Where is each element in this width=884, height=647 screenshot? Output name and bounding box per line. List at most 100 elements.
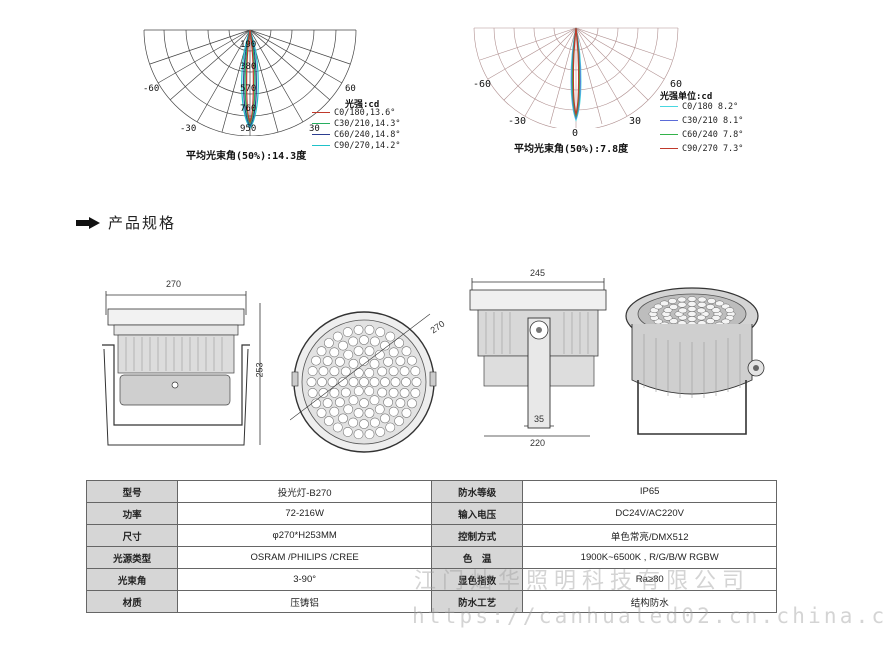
led-dot <box>353 368 364 378</box>
section-header: 产品规格 <box>76 212 176 233</box>
led-dot <box>677 301 687 308</box>
polar-grid-left <box>143 29 357 137</box>
led-dot <box>340 366 351 377</box>
dim-back-width: 245 <box>530 268 546 278</box>
led-dot <box>353 408 364 418</box>
spec-value-cell: DC24V/AC220V <box>522 502 777 525</box>
led-dot <box>340 387 351 398</box>
led-dot <box>399 387 410 398</box>
led-dot <box>307 366 318 376</box>
polar-caption-right: 平均光束角(50%):7.8度 <box>514 144 629 155</box>
led-dot <box>318 387 329 398</box>
spec-label-cell: 功率 <box>85 502 179 525</box>
led-dot <box>725 307 735 313</box>
drawing-perspective-view <box>622 284 768 446</box>
legend-item: C0/180 8.2° <box>660 100 743 114</box>
led-dot <box>697 301 707 308</box>
spec-value-cell: OSRAM /PHILIPS /CREE <box>177 546 432 569</box>
led-dot <box>377 387 388 398</box>
led-dot <box>375 327 386 337</box>
led-dot <box>338 340 348 351</box>
unit-label: 光强:cd <box>345 100 380 110</box>
spec-value-cell: φ270*H253MM <box>177 524 432 547</box>
led-dot <box>401 346 412 357</box>
led-dot <box>388 347 399 358</box>
table-row: 材质压铸铝防水工艺结构防水 <box>85 590 777 613</box>
led-dot <box>327 377 338 387</box>
led-dot <box>410 388 421 398</box>
led-dot <box>332 331 343 342</box>
led-dot <box>311 355 321 366</box>
dim-side-width: 270 <box>166 279 182 289</box>
led-dot <box>343 349 354 360</box>
legend-item: C90/270 7.3° <box>660 142 743 156</box>
led-dot <box>377 366 388 377</box>
led-dot <box>369 417 380 428</box>
ring-label: 380 <box>240 62 257 72</box>
ring-label: 190 <box>240 40 257 50</box>
led-dot <box>332 422 343 433</box>
angle-label: 60 <box>345 84 356 94</box>
led-dot <box>323 416 334 426</box>
spec-label-cell: 防水工艺 <box>430 590 524 613</box>
led-dot <box>334 397 345 408</box>
led-dot <box>343 404 354 415</box>
led-dot <box>697 296 707 303</box>
led-dot <box>410 366 421 376</box>
led-dot <box>364 324 375 335</box>
drawing-back-view: 245 35 220 <box>464 268 614 450</box>
led-dot <box>369 358 380 369</box>
led-dot <box>334 356 345 367</box>
led-dot <box>364 386 375 396</box>
led-dot <box>407 398 417 409</box>
spec-value-cell: 72-216W <box>177 502 432 525</box>
spec-label-cell: 防水等级 <box>430 480 524 503</box>
angle-label: -60 <box>143 84 160 94</box>
led-dot <box>687 311 697 317</box>
polar-diagram-right <box>468 24 684 131</box>
led-dot <box>342 327 353 337</box>
led-dot <box>329 406 340 417</box>
led-dot <box>359 377 369 387</box>
legend-item: C30/210,14.3° <box>312 119 401 130</box>
led-dot <box>316 346 327 357</box>
spec-label-cell: 色 温 <box>430 546 524 569</box>
legend-left: C0/180,13.6° C30/210,14.3° C60/240,14.8°… <box>312 108 401 152</box>
led-dot <box>401 377 411 387</box>
led-dot <box>390 377 401 387</box>
led-dot <box>374 349 385 360</box>
led-dot <box>394 338 405 348</box>
legend-item: C0/180,13.6° <box>312 108 401 119</box>
led-dot <box>388 366 399 377</box>
led-dot <box>395 398 406 408</box>
angle-label: 30 <box>309 124 320 134</box>
led-dot <box>317 377 327 387</box>
led-dot <box>380 413 390 424</box>
led-dot <box>353 346 364 356</box>
spec-value-cell: 单色常亮/DMX512 <box>522 524 777 547</box>
led-dot <box>364 408 375 418</box>
spec-value-cell: 压铸铝 <box>177 590 432 613</box>
led-dot <box>394 416 405 426</box>
angle-label: -30 <box>508 116 527 127</box>
spec-label-cell: 光束角 <box>85 568 179 591</box>
led-dot <box>329 366 340 377</box>
led-dot <box>653 303 663 310</box>
led-dot <box>338 413 348 424</box>
led-dot <box>385 422 396 433</box>
spec-value-cell: 投光灯-B270 <box>177 480 432 503</box>
spec-label-cell: 尺寸 <box>85 524 179 547</box>
drawing-front-view: 270 <box>289 300 450 460</box>
ring-label: 950 <box>240 124 257 134</box>
led-dot <box>322 356 333 366</box>
polar-grid-right <box>473 27 679 131</box>
spec-label-cell: 型号 <box>85 480 179 503</box>
led-dot <box>348 336 359 347</box>
angle-label: 60 <box>670 79 683 90</box>
led-dot <box>383 397 394 408</box>
